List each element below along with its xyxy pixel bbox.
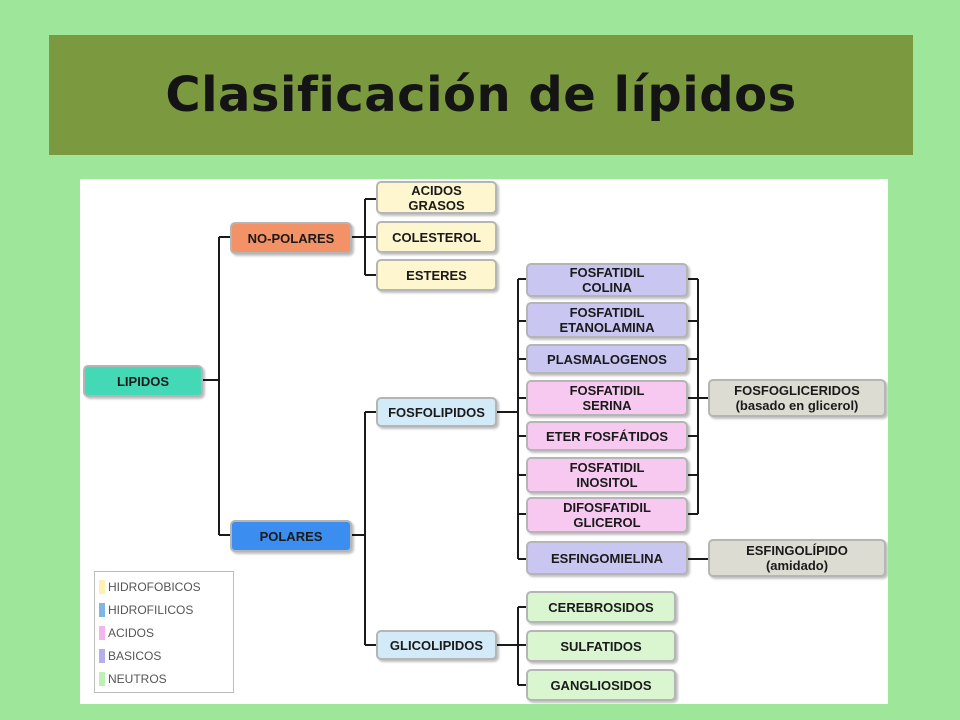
node-colesterol: COLESTEROL [376, 221, 497, 253]
legend-item: HIDROFILICOS [99, 599, 233, 621]
legend-swatch [99, 672, 105, 686]
node-glicolipidos: GLICOLIPIDOS [376, 630, 497, 660]
title-bar: Clasificación de lípidos [49, 35, 913, 155]
legend-swatch [99, 580, 105, 594]
node-fosfogliceridos: FOSFOGLICERIDOS (basado en glicerol) [708, 379, 886, 417]
legend-label: HIDROFOBICOS [108, 580, 201, 594]
node-esteres: ESTERES [376, 259, 497, 291]
node-fosfatidil-inositol: FOSFATIDIL INOSITOL [526, 457, 688, 493]
node-no-polares: NO-POLARES [230, 222, 352, 254]
legend-label: HIDROFILICOS [108, 603, 194, 617]
node-sulfatidos: SULFATIDOS [526, 630, 676, 662]
legend-item: HIDROFOBICOS [99, 576, 233, 598]
legend-label: ACIDOS [108, 626, 155, 640]
legend-item: ACIDOS [99, 622, 233, 644]
legend-swatch [99, 649, 105, 663]
legend-item: BASICOS [99, 645, 233, 667]
node-cerebrosidos: CEREBROSIDOS [526, 591, 676, 623]
node-acidos-grasos: ACIDOS GRASOS [376, 181, 497, 214]
slide-title: Clasificación de lípidos [165, 67, 797, 123]
node-plasmalogenos: PLASMALOGENOS [526, 344, 688, 374]
node-difosfatidil-glicerol: DIFOSFATIDIL GLICEROL [526, 497, 688, 533]
diagram-panel: LIPIDOS NO-POLARES POLARES ACIDOS GRASOS… [80, 179, 888, 704]
node-lipidos: LIPIDOS [83, 365, 203, 397]
legend: HIDROFOBICOS HIDROFILICOS ACIDOS BASICOS… [94, 571, 234, 693]
node-esfingomielina: ESFINGOMIELINA [526, 541, 688, 575]
node-esfingolipido: ESFINGOLÍPIDO (amidado) [708, 539, 886, 577]
node-eter-fosfatidos: ETER FOSFÁTIDOS [526, 421, 688, 451]
legend-label: BASICOS [108, 649, 162, 663]
legend-label: NEUTROS [108, 672, 167, 686]
node-fosfatidil-colina: FOSFATIDIL COLINA [526, 263, 688, 297]
node-gangliosidos: GANGLIOSIDOS [526, 669, 676, 701]
connector-lines [203, 198, 708, 686]
node-fosfolipidos: FOSFOLIPIDOS [376, 397, 497, 427]
node-fosfatidil-serina: FOSFATIDIL SERINA [526, 380, 688, 416]
node-polares: POLARES [230, 520, 352, 552]
legend-swatch [99, 626, 105, 640]
legend-item: NEUTROS [99, 668, 233, 690]
legend-swatch [99, 603, 105, 617]
node-fosfatidil-etanolamina: FOSFATIDIL ETANOLAMINA [526, 302, 688, 338]
